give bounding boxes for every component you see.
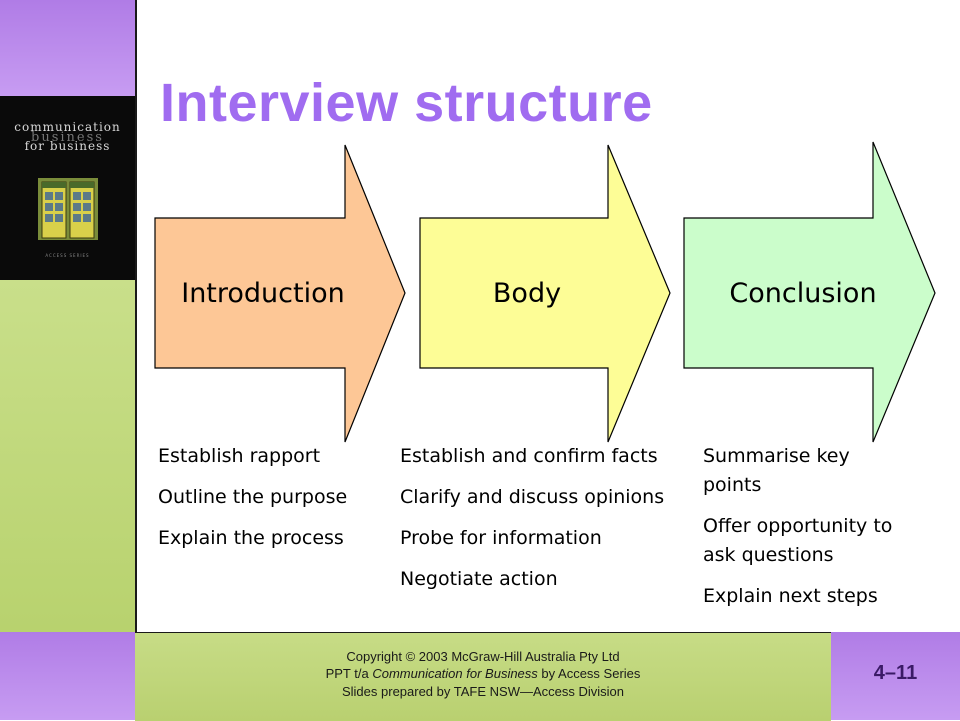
sidebar-divider — [135, 0, 137, 632]
list-item: Offer opportunity to ask questions — [703, 515, 893, 566]
slide-number: 4–11 — [873, 662, 918, 684]
list-item: Probe for information — [400, 527, 602, 549]
sidebar-band-bottom — [0, 280, 135, 632]
stage-label-introduction: Introduction — [181, 278, 345, 309]
footer — [135, 632, 831, 721]
slide-title: Interview structure — [160, 73, 653, 133]
footer-copyright: Copyright © 2003 McGraw-Hill Australia P… — [346, 649, 620, 664]
footer-band-right — [831, 632, 960, 720]
footer-prepared-by: Slides prepared by TAFE NSW—Access Divis… — [341, 684, 624, 699]
list-item: Establish and confirm facts — [400, 445, 658, 467]
list-item: Negotiate action — [400, 568, 558, 590]
footer-band-left — [0, 632, 135, 720]
book-author: ACCESS SERIES — [45, 253, 90, 258]
list-item: Explain the process — [158, 527, 344, 549]
conclusion-points: Summarise key points Offer opportunity t… — [703, 442, 903, 623]
book-title-line-2: business — [31, 130, 104, 145]
book-title-line-1: communication — [14, 120, 121, 134]
stage-label-body: Body — [492, 278, 562, 309]
book-cover: communication business for business ACCE… — [0, 96, 135, 280]
introduction-points: Establish rapport Outline the purpose Ex… — [158, 442, 358, 565]
list-item: Establish rapport — [158, 445, 321, 467]
list-item: Outline the purpose — [158, 486, 348, 508]
footer-ppt-credit: PPT t/a Communication for Business by Ac… — [135, 666, 831, 681]
footer-ppt-prefix: PPT t/a — [325, 666, 373, 681]
phone-booth-image — [38, 178, 98, 240]
list-item: Clarify and discuss opinions — [400, 486, 665, 508]
stage-arrows — [154, 141, 936, 443]
body-points: Establish and confirm facts Clarify and … — [400, 442, 690, 606]
sidebar-band-top — [0, 0, 135, 96]
list-item: Summarise key points — [703, 445, 850, 496]
list-item: Explain next steps — [703, 585, 878, 607]
arrow-introduction — [154, 144, 406, 443]
book-title-line-3: for business — [24, 139, 111, 153]
stage-label-conclusion: Conclusion — [729, 278, 877, 309]
arrow-conclusion — [683, 141, 936, 443]
footer-ppt-suffix: by Access Series — [537, 666, 641, 681]
footer-book-title: Communication for Business — [372, 666, 538, 681]
arrow-body — [419, 144, 671, 443]
